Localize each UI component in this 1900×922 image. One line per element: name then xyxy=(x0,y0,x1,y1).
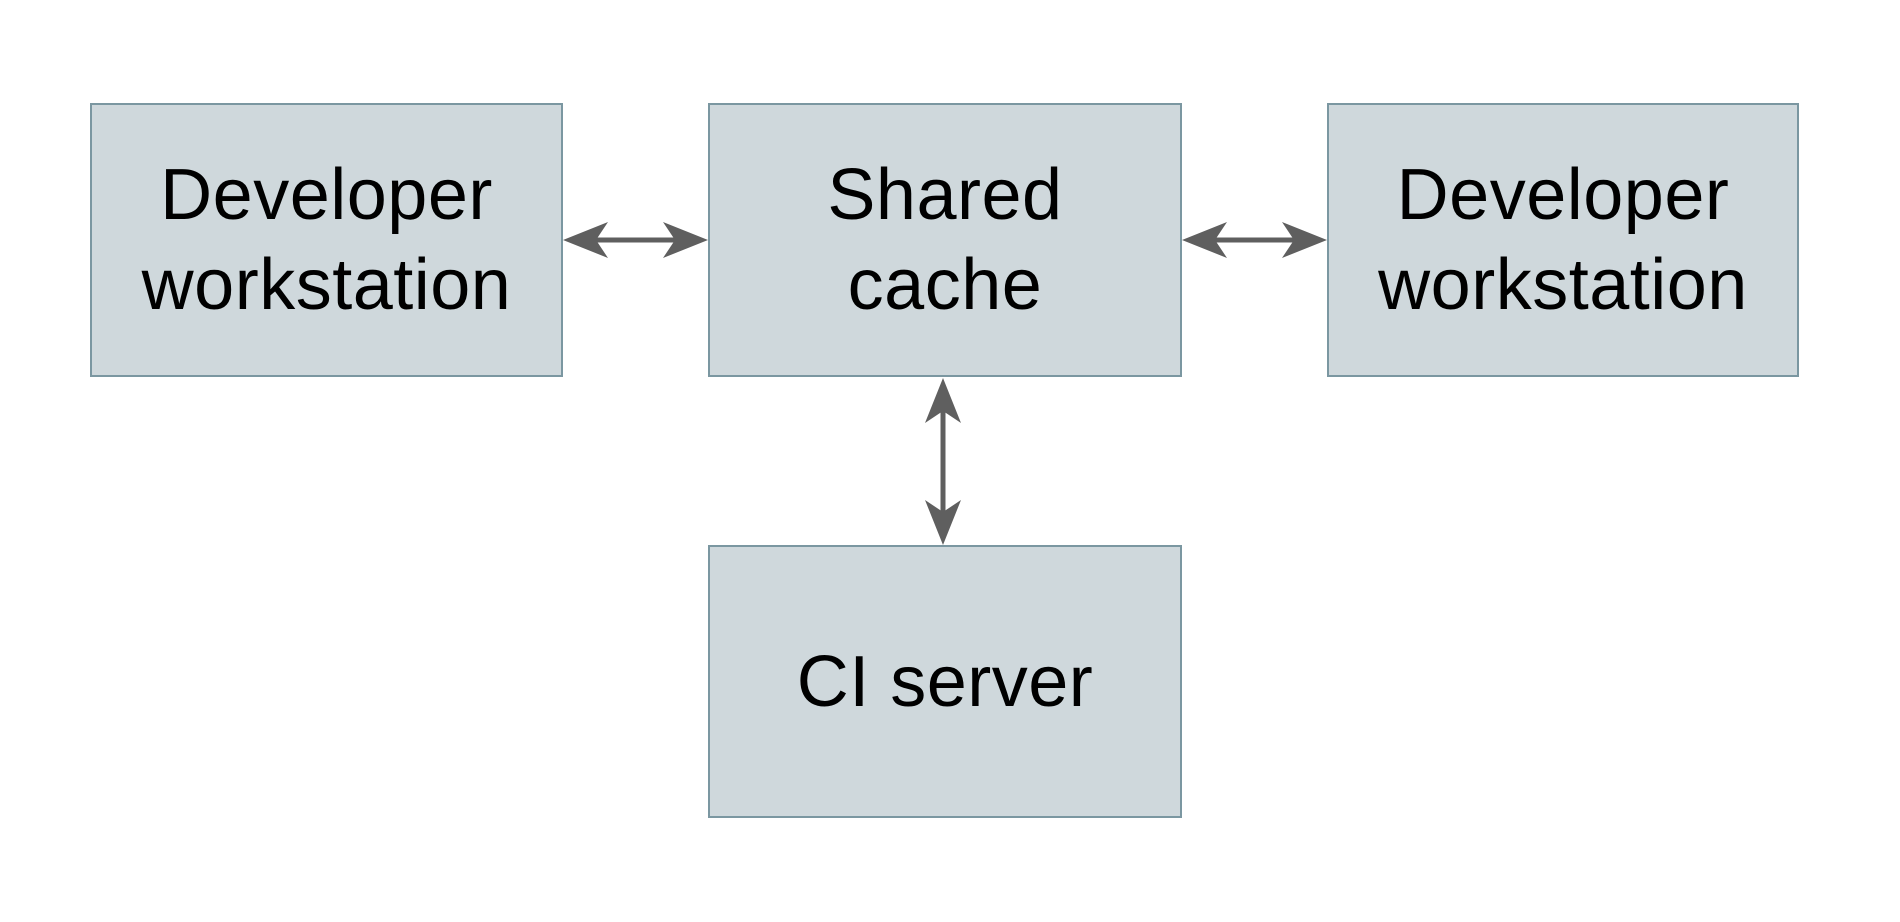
double-arrow-horizontal-icon xyxy=(563,222,708,258)
node-label: Developer workstation xyxy=(1378,155,1748,325)
node-label: Shared cache xyxy=(827,155,1063,325)
node-label: Developer workstation xyxy=(141,155,512,325)
bidirectional-arrow-workstation-left-shared-cache xyxy=(563,215,708,265)
bidirectional-arrow-shared-cache-ci-server xyxy=(918,378,968,545)
double-arrow-horizontal-icon xyxy=(1182,222,1327,258)
node-ci-server: CI server xyxy=(708,545,1182,818)
node-label: CI server xyxy=(796,641,1094,722)
node-developer-workstation-right: Developer workstation xyxy=(1327,103,1799,377)
node-developer-workstation-left: Developer workstation xyxy=(90,103,563,377)
bidirectional-arrow-shared-cache-workstation-right xyxy=(1182,215,1327,265)
node-shared-cache: Shared cache xyxy=(708,103,1182,377)
double-arrow-vertical-icon xyxy=(925,378,961,545)
